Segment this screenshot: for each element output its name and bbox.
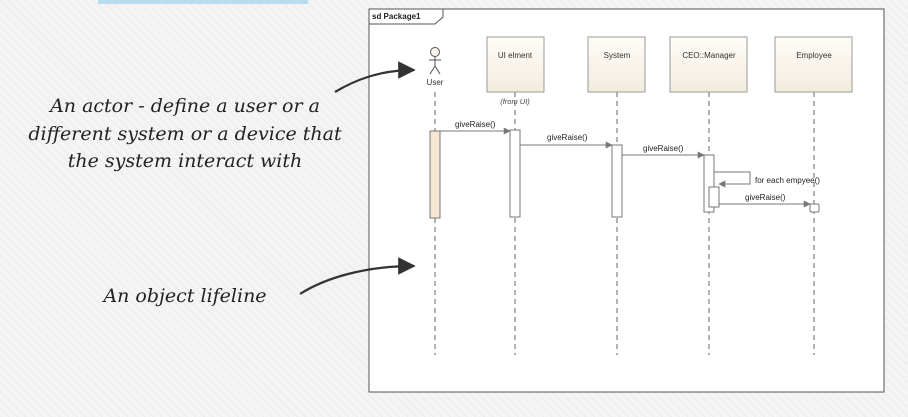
participant-ui-element-label: UI elment [498, 51, 533, 60]
activation-ui-element [509, 129, 521, 218]
actor-note-line-1: An actor - define a user or a [48, 95, 320, 117]
activation-manager-nested [708, 186, 720, 208]
participant-system[interactable] [587, 36, 646, 93]
participant-manager[interactable] [669, 36, 748, 93]
participant-ui-element-note: (from UI) [500, 97, 530, 106]
activation-user [429, 130, 441, 219]
message-label-2: giveRaise() [547, 133, 588, 142]
message-arrow-self[interactable] [714, 171, 751, 188]
activation-employee [809, 203, 820, 213]
participant-employee-label: Employee [796, 51, 832, 60]
lifeline-note-arrow [299, 257, 416, 295]
lifeline-note: An object lifeline [101, 285, 266, 307]
participant-ui-element[interactable] [486, 36, 545, 93]
frame-title-tab [368, 8, 444, 25]
top-accent-bar [98, 0, 308, 4]
participant-system-label: System [604, 51, 631, 60]
message-label-5: giveRaise() [745, 193, 786, 202]
actor-icon[interactable] [429, 47, 441, 75]
actor-note-line-3: the system interact with [68, 150, 302, 172]
participant-employee[interactable] [774, 36, 853, 93]
participant-manager-label: CEO::Manager [682, 51, 736, 60]
message-label-3: giveRaise() [643, 144, 684, 153]
message-label-self: for each empyee() [755, 176, 820, 185]
actor-label: User [427, 78, 444, 87]
activation-manager [703, 154, 715, 213]
message-label-1: giveRaise() [455, 120, 496, 129]
frame-title: sd Package1 [372, 12, 421, 21]
activation-system [611, 144, 623, 218]
actor-note-line-2: different system or a device that [28, 123, 342, 145]
actor-note-arrow [334, 61, 416, 93]
